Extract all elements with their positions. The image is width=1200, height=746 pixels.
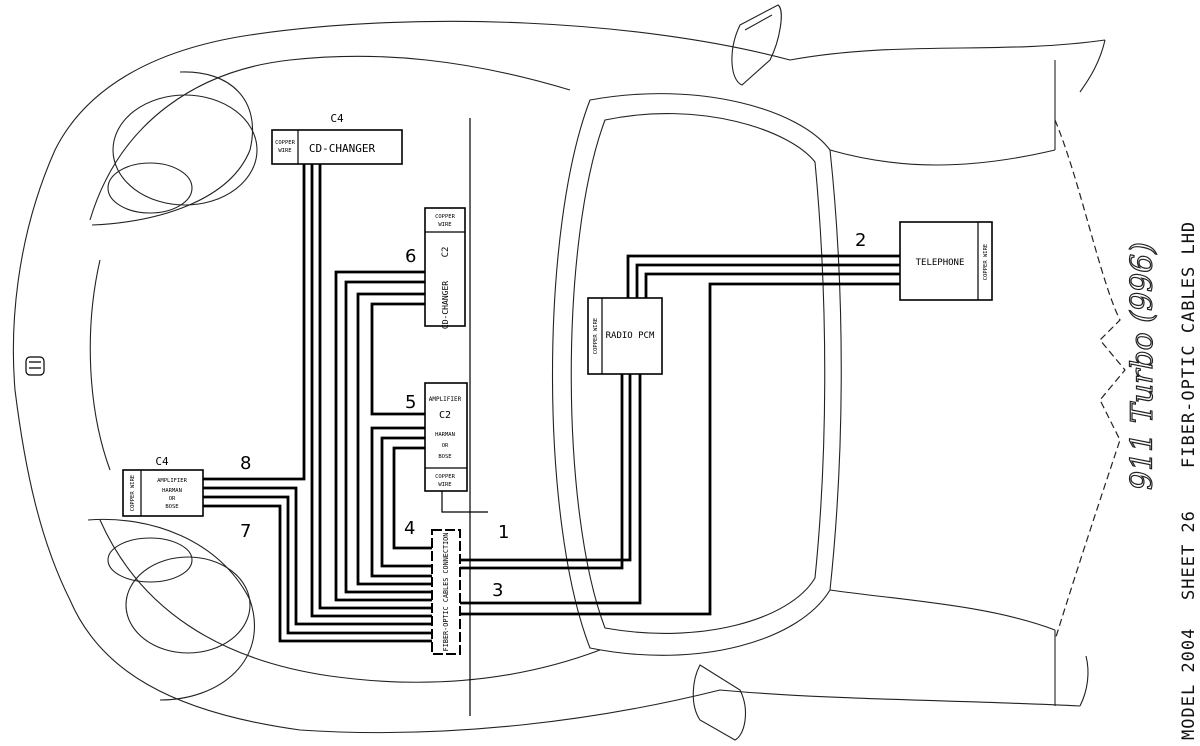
- cd-changer-center-label: CD-CHANGER: [441, 281, 450, 329]
- cable-number-labels: 1 2 3 4 5 6 7 8: [240, 230, 866, 601]
- cd-changer-front-label: CD-CHANGER: [309, 142, 376, 155]
- amplifier-center-line2: HARMAN: [435, 432, 455, 438]
- amplifier-center-copper-2: WIRE: [438, 482, 451, 488]
- cable-number-4: 4: [404, 518, 415, 539]
- title-sheet: SHEET 26: [1179, 510, 1199, 600]
- cable-number-5: 5: [405, 392, 416, 413]
- cd-changer-front-copper-2: WIRE: [278, 148, 291, 154]
- cable-number-2: 2: [855, 230, 866, 251]
- amplifier-center-copper-1: COPPER: [435, 474, 456, 480]
- amplifier-front-line2: HARMAN: [162, 488, 182, 494]
- amplifier-front-line1: AMPLIFIER: [157, 478, 187, 484]
- telephone-copper: COPPER WIRE: [983, 244, 989, 280]
- amplifier-center-line3: OR: [442, 443, 449, 449]
- telephone: TELEPHONE COPPER WIRE: [899, 221, 993, 301]
- radio-copper: COPPER WIRE: [593, 318, 599, 354]
- radio-pcm: COPPER WIRE RADIO PCM: [587, 297, 663, 375]
- title-model: MODEL 2004: [1179, 628, 1199, 740]
- car-body-outline: [12, 4, 1126, 741]
- cable-number-1: 1: [498, 522, 509, 543]
- fiber-optic-connection: FIBER-OPTIC CABLES CONNECTION: [431, 529, 461, 655]
- amplifier-center-line4: BOSE: [438, 454, 451, 460]
- cd-changer-center-copper-2: WIRE: [438, 222, 451, 228]
- car-model-title: 911 Turbo (996): [1125, 242, 1160, 490]
- telephone-label: TELEPHONE: [916, 258, 965, 268]
- amplifier-front-connector: C4: [155, 455, 169, 468]
- cable-number-7: 7: [240, 521, 251, 542]
- amplifier-center: AMPLIFIER C2 HARMAN OR BOSE COPPER WIRE: [424, 382, 468, 492]
- cable-number-8: 8: [240, 453, 251, 474]
- cable-number-6: 6: [405, 246, 416, 267]
- amplifier-center-connector: C2: [439, 410, 451, 421]
- cd-changer-front: C4 COPPER WIRE CD-CHANGER: [271, 112, 403, 165]
- cd-changer-center: COPPER WIRE C2 CD-CHANGER: [424, 207, 466, 329]
- amplifier-front-copper: COPPER WIRE: [130, 475, 136, 511]
- radio-label: RADIO PCM: [606, 331, 655, 341]
- amplifier-front-line3: OR: [169, 496, 176, 502]
- cd-changer-center-copper-1: COPPER: [435, 214, 456, 220]
- amplifier-center-line1: AMPLIFIER: [429, 396, 462, 403]
- title-subject: FIBER-OPTIC CABLES LHD: [1179, 221, 1199, 468]
- connection-label: FIBER-OPTIC CABLES CONNECTION: [442, 533, 450, 652]
- amplifier-front-line4: BOSE: [165, 504, 178, 510]
- cable-bundle: [203, 164, 900, 643]
- cd-changer-center-connector: C2: [441, 247, 451, 258]
- cd-changer-front-connector: C4: [330, 112, 344, 125]
- amplifier-front: C4 COPPER WIRE AMPLIFIER HARMAN OR BOSE: [122, 455, 204, 517]
- cable-number-3: 3: [492, 580, 503, 601]
- cd-changer-front-copper-1: COPPER: [275, 140, 296, 146]
- title-block: 911 Turbo (996) MODEL 2004 SHEET 26 FIBE…: [1124, 221, 1199, 740]
